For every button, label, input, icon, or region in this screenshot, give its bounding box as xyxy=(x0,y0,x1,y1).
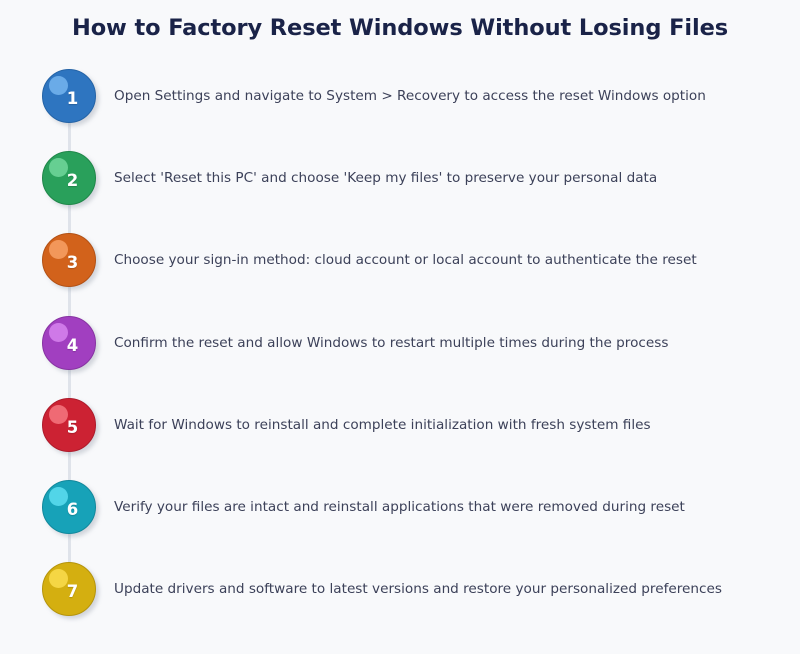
step-badge: 1 xyxy=(42,69,99,126)
step-description: Update drivers and software to latest ve… xyxy=(114,581,722,598)
step-badge: 2 xyxy=(42,151,99,209)
step-badge-highlight xyxy=(49,569,68,589)
step-number-label: 4 xyxy=(66,335,79,355)
step-item[interactable]: 5 Wait for Windows to reinstall and compl… xyxy=(0,397,800,480)
step-connector-line xyxy=(67,286,71,317)
step-badge-highlight xyxy=(49,158,68,178)
step-badge: 7 xyxy=(42,562,99,620)
step-description: Verify your files are intact and reinsta… xyxy=(114,499,685,515)
step-connector-line xyxy=(67,368,71,399)
step-badge: 6 xyxy=(42,480,99,537)
step-description: Open Settings and navigate to System > R… xyxy=(114,88,706,104)
step-badge: 4 xyxy=(42,315,99,373)
step-connector-line xyxy=(67,122,71,153)
step-badge-highlight xyxy=(49,404,68,424)
step-badge-highlight xyxy=(49,487,68,506)
step-item[interactable]: 3 Choose your sign-in method: cloud accou… xyxy=(0,233,800,315)
step-number-label: 6 xyxy=(66,500,79,519)
step-item[interactable]: 1 Open Settings and navigate to System > … xyxy=(0,69,800,151)
step-description: Wait for Windows to reinstall and comple… xyxy=(114,416,651,433)
step-badge-highlight xyxy=(49,76,68,95)
step-badge: 5 xyxy=(42,397,99,455)
step-connector-line xyxy=(67,450,71,481)
step-item[interactable]: 4 Confirm the reset and allow Windows to … xyxy=(0,315,800,398)
step-item[interactable]: 6 Verify your files are intact and reinst… xyxy=(0,480,800,562)
step-badge-highlight xyxy=(49,322,68,342)
step-number-label: 5 xyxy=(66,417,79,437)
step-badge: 3 xyxy=(42,233,99,291)
step-connector-line xyxy=(67,204,71,235)
step-description: Choose your sign-in method: cloud accoun… xyxy=(114,252,697,269)
step-number-label: 7 xyxy=(66,582,79,602)
step-badge-highlight xyxy=(49,240,68,260)
step-description: Confirm the reset and allow Windows to r… xyxy=(114,334,669,351)
step-item[interactable]: 2 Select 'Reset this PC' and choose 'Keep… xyxy=(0,151,800,233)
step-description: Select 'Reset this PC' and choose 'Keep … xyxy=(114,170,658,187)
step-number-label: 1 xyxy=(66,89,79,108)
step-number-label: 3 xyxy=(66,253,79,273)
page-title: How to Factory Reset Windows Without Los… xyxy=(71,15,729,41)
step-number-label: 2 xyxy=(66,171,79,191)
step-item[interactable]: 7 Update drivers and software to latest v… xyxy=(0,562,800,644)
step-connector-line xyxy=(67,533,71,564)
